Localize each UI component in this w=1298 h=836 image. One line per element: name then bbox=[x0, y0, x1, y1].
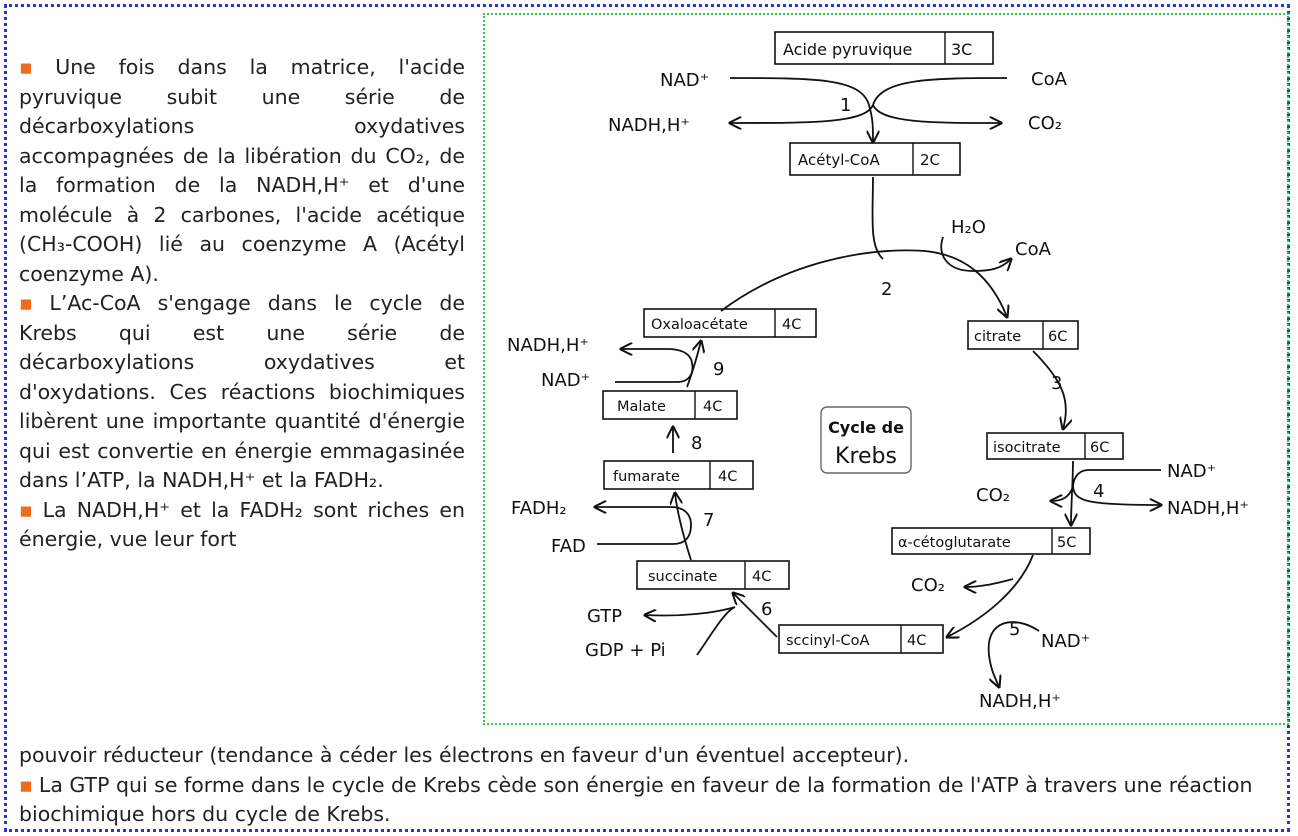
center-label-line1: Cycle de bbox=[828, 418, 904, 437]
gdp-label: GDP + Pi bbox=[585, 640, 666, 661]
reaction-7: FADH₂ FAD 7 bbox=[511, 493, 714, 561]
step-5: 5 bbox=[1009, 619, 1020, 640]
reaction-9: NADH,H⁺ NAD⁺ 9 bbox=[507, 335, 724, 391]
alphakg-carbons: 5C bbox=[1057, 535, 1076, 551]
box-succinylcoa: sccinyl-CoA 4C bbox=[778, 624, 944, 654]
acetylcoa-name: Acétyl-CoA bbox=[798, 151, 880, 169]
nadh-4: NADH,H⁺ bbox=[1167, 498, 1249, 519]
box-citrate: citrate 6C bbox=[967, 320, 1079, 350]
box-alphakg: α-cétoglutarate 5C bbox=[891, 527, 1091, 555]
citrate-name: citrate bbox=[974, 329, 1021, 345]
step-2: 2 bbox=[881, 279, 892, 300]
co2-5: CO₂ bbox=[911, 575, 945, 596]
reaction-6: GTP GDP + Pi 6 bbox=[585, 593, 778, 661]
coa-2: CoA bbox=[1015, 239, 1052, 260]
nad-plus-5: NAD⁺ bbox=[1041, 631, 1090, 652]
oxaloacetate-carbons: 4C bbox=[782, 317, 801, 333]
co2-1: CO₂ bbox=[1028, 113, 1062, 134]
bottom-text: pouvoir réducteur (tendance à céder les … bbox=[19, 741, 1279, 830]
step-6: 6 bbox=[761, 599, 772, 620]
coa-1: CoA bbox=[1031, 69, 1068, 90]
left-text-column: ▪Une fois dans la matrice, l'acide pyruv… bbox=[19, 53, 465, 555]
bullet-icon: ▪ bbox=[19, 772, 33, 797]
succinylcoa-carbons: 4C bbox=[907, 633, 926, 649]
bullet-icon: ▪ bbox=[19, 55, 50, 79]
document-page: ▪Une fois dans la matrice, l'acide pyruv… bbox=[4, 4, 1290, 832]
reaction-5: CO₂ NAD⁺ NADH,H⁺ 5 bbox=[911, 554, 1090, 712]
nadh-9: NADH,H⁺ bbox=[507, 335, 589, 356]
fumarate-name: fumarate bbox=[613, 469, 680, 485]
gtp-label: GTP bbox=[587, 606, 622, 627]
box-pyruvate: Acide pyruvique 3C bbox=[774, 31, 994, 65]
box-acetylcoa: Acétyl-CoA 2C bbox=[789, 142, 961, 176]
malate-name: Malate bbox=[617, 399, 666, 415]
pyruvate-name: Acide pyruvique bbox=[783, 40, 912, 59]
box-malate: Malate 4C bbox=[602, 390, 738, 420]
fumarate-carbons: 4C bbox=[718, 469, 737, 485]
nad-plus-4: NAD⁺ bbox=[1167, 461, 1216, 482]
alphakg-name: α-cétoglutarate bbox=[898, 535, 1011, 551]
reaction-1: NAD⁺ NADH,H⁺ CoA CO₂ 1 bbox=[608, 69, 1068, 142]
succinate-name: succinate bbox=[648, 569, 717, 585]
box-oxaloacetate: Oxaloacétate 4C bbox=[643, 308, 817, 338]
nad-plus-1: NAD⁺ bbox=[660, 70, 709, 91]
step-7: 7 bbox=[703, 510, 714, 531]
co2-4: CO₂ bbox=[976, 485, 1010, 506]
box-isocitrate: isocitrate 6C bbox=[986, 432, 1124, 460]
succinate-carbons: 4C bbox=[752, 569, 771, 585]
nadh-1: NADH,H⁺ bbox=[608, 115, 690, 136]
step-3: 3 bbox=[1051, 373, 1062, 394]
reaction-3: 3 bbox=[1032, 350, 1066, 429]
fadh2-label: FADH₂ bbox=[511, 498, 567, 519]
fad-label: FAD bbox=[551, 536, 586, 557]
reaction-8: 8 bbox=[673, 427, 702, 454]
paragraph-continuation: pouvoir réducteur (tendance à céder les … bbox=[19, 743, 910, 767]
citrate-carbons: 6C bbox=[1048, 329, 1067, 345]
box-succinate: succinate 4C bbox=[636, 560, 790, 590]
step-8: 8 bbox=[691, 433, 702, 454]
krebs-cycle-diagram: Acide pyruvique 3C Acétyl-CoA 2C Oxaloac… bbox=[507, 31, 1249, 712]
reaction-4: NAD⁺ NADH,H⁺ CO₂ 4 bbox=[976, 460, 1249, 525]
malate-carbons: 4C bbox=[703, 399, 722, 415]
paragraph-4: ▪La GTP qui se forme dans le cycle de Kr… bbox=[19, 772, 1253, 827]
succinylcoa-name: sccinyl-CoA bbox=[786, 633, 870, 649]
bullet-icon: ▪ bbox=[19, 291, 44, 315]
nad-plus-9: NAD⁺ bbox=[541, 370, 590, 391]
pyruvate-carbons: 3C bbox=[951, 40, 972, 59]
cycle-center-label: Cycle de Krebs bbox=[820, 406, 912, 474]
box-fumarate: fumarate 4C bbox=[603, 460, 754, 490]
center-label-line2: Krebs bbox=[835, 444, 897, 469]
paragraph-2: ▪L’Ac-CoA s'engage dans le cycle de Kreb… bbox=[19, 291, 466, 492]
paragraph-1: ▪Une fois dans la matrice, l'acide pyruv… bbox=[19, 55, 465, 286]
isocitrate-name: isocitrate bbox=[993, 440, 1061, 456]
h2o-label: H₂O bbox=[951, 217, 986, 238]
reaction-2: H₂O CoA 2 bbox=[720, 176, 1052, 317]
bullet-icon: ▪ bbox=[19, 497, 37, 522]
step-9: 9 bbox=[713, 359, 724, 380]
oxaloacetate-name: Oxaloacétate bbox=[651, 317, 748, 333]
acetylcoa-carbons: 2C bbox=[920, 151, 940, 169]
nadh-5: NADH,H⁺ bbox=[979, 691, 1061, 712]
isocitrate-carbons: 6C bbox=[1090, 440, 1109, 456]
paragraph-3: ▪La NADH,H⁺ et la FADH₂ sont riches en é… bbox=[19, 497, 465, 552]
krebs-diagram-panel: Acide pyruvique 3C Acétyl-CoA 2C Oxaloac… bbox=[483, 13, 1289, 725]
step-4: 4 bbox=[1093, 481, 1104, 502]
step-1: 1 bbox=[840, 95, 851, 116]
